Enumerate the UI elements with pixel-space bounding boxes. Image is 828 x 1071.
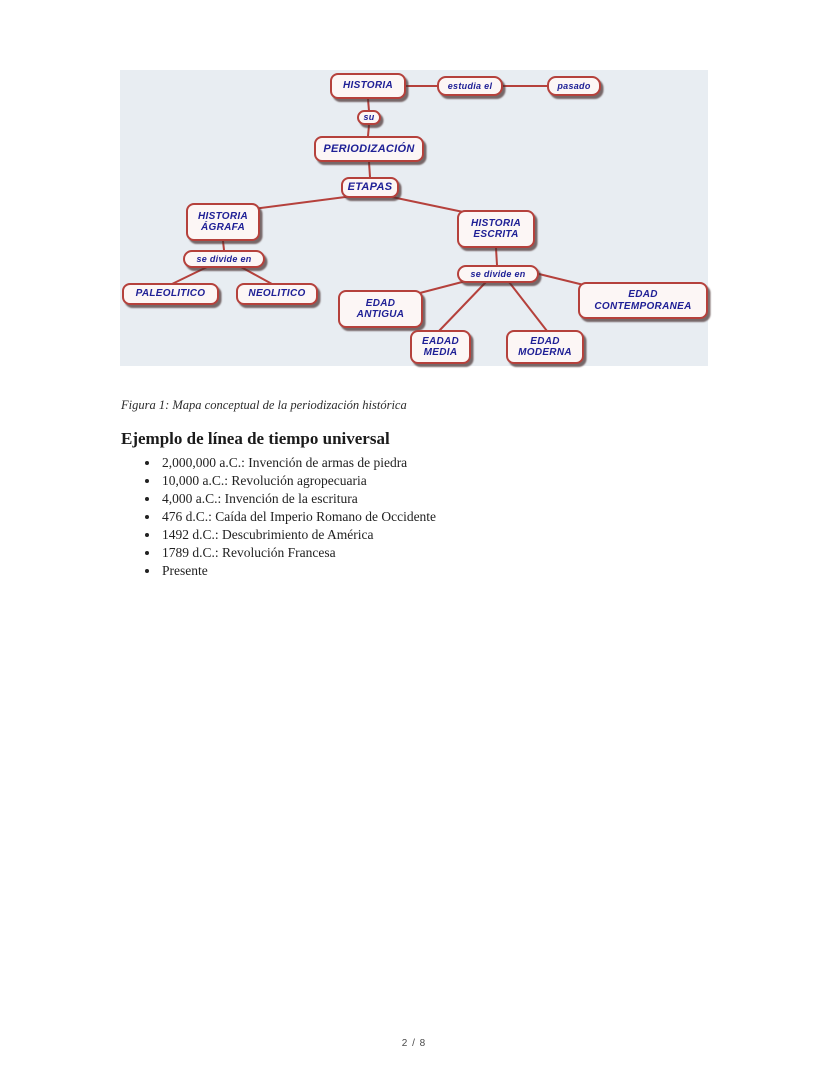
- list-item: 1492 d.C.: Descubrimiento de América: [160, 526, 436, 544]
- connector-line: [386, 195, 469, 214]
- list-item: 1789 d.C.: Revolución Francesa: [160, 544, 436, 562]
- concept-node-pasado: pasado: [547, 76, 601, 96]
- connector-line: [171, 266, 208, 285]
- page-number: 2 / 8: [401, 1038, 427, 1049]
- concept-node-estudia-el: estudia el: [437, 76, 503, 96]
- connector-line: [368, 161, 371, 178]
- figure-caption: Figura 1: Mapa conceptual de la periodiz…: [121, 398, 407, 412]
- timeline-list: 2,000,000 a.C.: Invención de armas de pi…: [132, 454, 436, 580]
- connector-line: [252, 195, 354, 210]
- connector-line: [438, 281, 487, 332]
- concept-node-periodizacion: PERIODIZACIÓN: [314, 136, 424, 162]
- section-heading: Ejemplo de línea de tiempo universal: [121, 429, 390, 448]
- concept-node-historia-escrita: HISTORIA ESCRITA: [457, 210, 535, 248]
- concept-node-paleolitico: PALEOLITICO: [122, 283, 219, 305]
- concept-node-neolitico: NEOLITICO: [236, 283, 318, 305]
- list-item: 4,000 a.C.: Invención de la escritura: [160, 490, 436, 508]
- connector-line: [508, 281, 548, 332]
- concept-node-edad-contemporanea: EDAD CONTEMPORANEA: [578, 282, 708, 319]
- connector-line: [222, 240, 225, 251]
- list-item: 2,000,000 a.C.: Invención de armas de pi…: [160, 454, 436, 472]
- connector-line: [367, 124, 370, 137]
- connector-line: [495, 247, 498, 266]
- concept-map-connectors: [171, 85, 589, 332]
- concept-node-su: su: [357, 110, 381, 125]
- concept-node-edad-antigua: EDAD ANTIGUA: [338, 290, 423, 328]
- list-item: 476 d.C.: Caída del Imperio Romano de Oc…: [160, 508, 436, 526]
- list-item: Presente: [160, 562, 436, 580]
- concept-node-edad-moderna: EDAD MODERNA: [506, 330, 584, 364]
- concept-node-historia-agrafa: HISTORIA ÁGRAFA: [186, 203, 260, 241]
- list-item: 10,000 a.C.: Revolución agropecuaria: [160, 472, 436, 490]
- concept-node-eadad-media: EADAD MEDIA: [410, 330, 471, 364]
- connector-line: [415, 280, 467, 295]
- concept-node-etapas: ETAPAS: [341, 177, 399, 198]
- concept-node-historia: HISTORIA: [330, 73, 406, 99]
- connector-line: [240, 266, 273, 285]
- connector-line: [367, 98, 370, 112]
- concept-node-se-divide-en-2: se divide en: [457, 265, 539, 283]
- concept-node-se-divide-en-1: se divide en: [183, 250, 265, 268]
